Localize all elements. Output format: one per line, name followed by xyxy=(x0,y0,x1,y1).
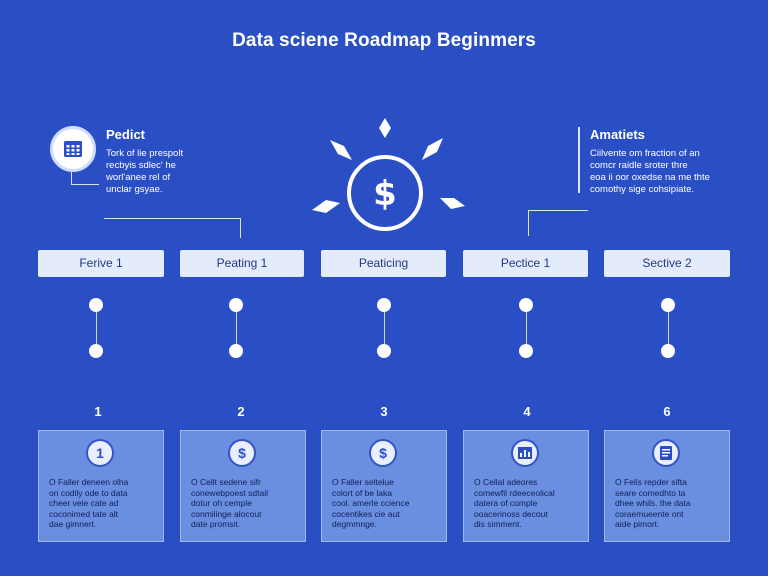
stage-card-5: O Felis repder sifta seare comedhto ta d… xyxy=(604,430,730,542)
timeline-line xyxy=(236,305,237,351)
timeline-line xyxy=(668,305,669,351)
callout-connector xyxy=(104,218,240,219)
stage-card-4: O Cellal adeores comewfil rdeeceolical d… xyxy=(463,430,589,542)
timeline-dot xyxy=(519,298,533,312)
callout-connector xyxy=(71,184,99,185)
timeline-dot xyxy=(89,298,103,312)
stage-label-2: Peating 1 xyxy=(180,250,304,277)
right-callout-text: Ciilvente om fraction of an comcr raidle… xyxy=(590,148,710,196)
page-title: Data sciene Roadmap Beginmers xyxy=(232,30,536,51)
card-line: datera of comple xyxy=(474,498,538,508)
callout-connector xyxy=(240,218,241,238)
card-text: O Faller deneen olha on codily ode to da… xyxy=(49,477,159,530)
card-line: cocentikes cie aut xyxy=(332,508,400,519)
callout-line: Tork of lie prespolt xyxy=(106,148,184,159)
callout-line: eoa ii oor oxedse na me thte xyxy=(590,172,710,183)
step-number: 3 xyxy=(380,404,388,419)
card-line: degmmnge. xyxy=(332,519,377,529)
timeline-line xyxy=(96,305,97,351)
card-line: colort of be laka xyxy=(332,487,393,498)
timeline-dot xyxy=(519,344,533,358)
timeline-dot xyxy=(89,344,103,358)
bar-chart-icon xyxy=(511,439,539,467)
callout-connector xyxy=(528,210,529,236)
card-line: dhee whils. the data xyxy=(615,498,691,508)
card-line: date promsit. xyxy=(191,519,241,529)
card-line: comewfil rdeeceolical xyxy=(474,487,555,498)
card-line: cheer vele cate ad xyxy=(49,498,119,508)
stage-label-5: Sective 2 xyxy=(604,250,730,277)
stage-card-2: $ O Cellt sedene sifr conewebpoest sdtai… xyxy=(180,430,306,542)
card-text: O Felis repder sifta seare comedhto ta d… xyxy=(615,477,725,530)
callout-connector xyxy=(528,210,588,211)
card-line: coconimed tate alt xyxy=(49,508,118,519)
card-text: O Faller seltelue colort of be laka cool… xyxy=(332,477,442,530)
card-line: dis simment. xyxy=(474,519,522,529)
timeline-dot xyxy=(661,298,675,312)
step-number: 4 xyxy=(523,404,531,419)
step-number: 2 xyxy=(237,404,245,419)
step-number: 1 xyxy=(94,404,102,419)
card-line: ooacerinoss decout xyxy=(474,508,548,519)
step-number: 6 xyxy=(663,404,671,419)
callout-line: Ciilvente om fraction of an xyxy=(590,148,700,159)
stage-label-4: Pectice 1 xyxy=(463,250,588,277)
stage-label-3: Peaticing xyxy=(321,250,446,277)
timeline-line xyxy=(526,305,527,351)
timeline-dot xyxy=(229,344,243,358)
callout-line: recbyis sdlec' he xyxy=(106,160,176,171)
timeline-dot xyxy=(377,298,391,312)
calendar-grid-icon xyxy=(50,126,96,172)
card-text: O Cellt sedene sifr conewebpoest sdtail … xyxy=(191,477,301,530)
dollar-icon: $ xyxy=(369,439,397,467)
card-line: aide pimort. xyxy=(615,519,660,529)
card-text: O Cellal adeores comewfil rdeeceolical d… xyxy=(474,477,584,530)
stage-label-1: Ferive 1 xyxy=(38,250,164,277)
card-line: dotur oh cemple xyxy=(191,498,252,508)
left-callout-title: Pedict xyxy=(106,127,146,142)
document-icon xyxy=(652,439,680,467)
card-line: coraemueente ont xyxy=(615,508,684,519)
stage-card-1: 1 O Faller deneen olha on codily ode to … xyxy=(38,430,164,542)
callout-line: worl'anee rel of xyxy=(106,172,171,183)
dollar-icon: $ xyxy=(228,439,256,467)
callout-line: comothy sige cohsipiate. xyxy=(590,184,695,195)
callout-line: unclar gsyae. xyxy=(106,184,163,195)
callout-accent-bar xyxy=(578,127,580,193)
card-line: seare comedhto ta xyxy=(615,487,686,498)
card-line: on codily ode to data xyxy=(49,487,128,498)
number-1-icon: 1 xyxy=(86,439,114,467)
card-line: O Cellal adeores xyxy=(474,477,538,487)
timeline-dot xyxy=(229,298,243,312)
card-line: O Cellt sedene sifr xyxy=(191,477,261,487)
svg-text:$: $ xyxy=(373,174,397,214)
right-callout-title: Amatiets xyxy=(590,127,645,142)
card-line: conmilinge alocout xyxy=(191,508,262,519)
timeline-line xyxy=(384,305,385,351)
timeline-dot xyxy=(661,344,675,358)
card-line: O Felis repder sifta xyxy=(615,477,687,487)
card-line: O Faller deneen olha xyxy=(49,477,129,487)
card-line: O Faller seltelue xyxy=(332,477,394,487)
card-line: cool. amerle ccience xyxy=(332,498,410,508)
card-line: dae gimnert. xyxy=(49,519,97,529)
stage-card-3: $ O Faller seltelue colort of be laka co… xyxy=(321,430,447,542)
callout-line: comcr raidle sroter thre xyxy=(590,160,688,171)
callout-connector xyxy=(71,172,72,184)
card-line: conewebpoest sdtail xyxy=(191,487,269,498)
timeline-dot xyxy=(377,344,391,358)
left-callout-text: Tork of lie prespolt recbyis sdlec' he w… xyxy=(106,148,183,196)
